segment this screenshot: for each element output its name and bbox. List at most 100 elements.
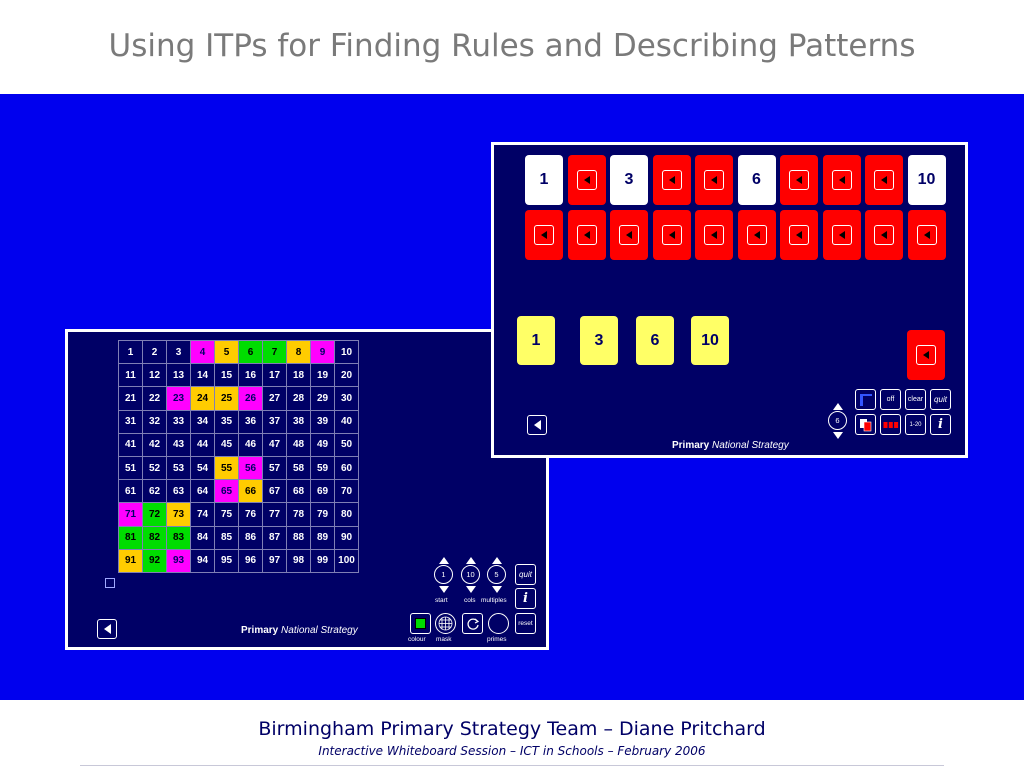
grid-cell[interactable]: 8: [287, 341, 311, 365]
grid-cell[interactable]: 33: [167, 410, 191, 434]
revealed-card[interactable]: 10: [907, 155, 946, 205]
grid-cell[interactable]: 6: [239, 341, 263, 365]
grid-cell[interactable]: 61: [119, 480, 143, 504]
grid-cell[interactable]: 69: [311, 480, 335, 504]
grid-cell[interactable]: 97: [263, 549, 287, 573]
grid-cell[interactable]: 49: [311, 433, 335, 457]
grid-cell[interactable]: 4: [191, 341, 215, 365]
revealed-card[interactable]: 6: [737, 155, 776, 205]
grid-cell[interactable]: 63: [167, 480, 191, 504]
grid-cell[interactable]: 68: [287, 480, 311, 504]
grid-cell[interactable]: 46: [239, 433, 263, 457]
grid-cell[interactable]: 32: [143, 410, 167, 434]
flip-mode-button[interactable]: [855, 389, 876, 410]
face-down-card[interactable]: [567, 155, 606, 205]
mask-button[interactable]: [435, 613, 456, 634]
multiples-up-arrow-icon[interactable]: [492, 557, 502, 564]
grid-cell[interactable]: 47: [263, 433, 287, 457]
range-button[interactable]: 1-20: [905, 414, 926, 435]
grid-cell[interactable]: 100: [335, 549, 359, 573]
grid-cell[interactable]: 55: [215, 456, 239, 481]
back-button[interactable]: [527, 415, 547, 435]
grid-cell[interactable]: 17: [263, 364, 287, 388]
grid-cell[interactable]: 96: [239, 549, 263, 573]
grid-cell[interactable]: 98: [287, 549, 311, 573]
grid-cell[interactable]: 84: [191, 526, 215, 550]
grid-cell[interactable]: 13: [167, 364, 191, 388]
grid-cell[interactable]: 92: [143, 549, 167, 573]
grid-cell[interactable]: 89: [311, 526, 335, 550]
info-button[interactable]: i: [515, 588, 536, 609]
grid-cell[interactable]: 76: [239, 503, 263, 527]
grid-cell[interactable]: 22: [143, 387, 167, 411]
grid-cell[interactable]: 31: [119, 410, 143, 434]
off-button[interactable]: off: [880, 389, 901, 410]
grid-cell[interactable]: 7: [263, 341, 287, 365]
grid-cell[interactable]: 77: [263, 503, 287, 527]
grid-cell[interactable]: 62: [143, 480, 167, 504]
grid-cell[interactable]: 87: [263, 526, 287, 550]
revealed-card[interactable]: 3: [610, 155, 648, 205]
back-button[interactable]: [97, 619, 117, 639]
cards-button[interactable]: [855, 414, 876, 435]
grid-cell[interactable]: 91: [119, 549, 143, 573]
face-down-card[interactable]: [737, 210, 776, 260]
grid-cell[interactable]: 52: [143, 456, 167, 481]
grid-cell[interactable]: 44: [191, 433, 215, 457]
face-down-card[interactable]: [610, 210, 648, 260]
grid-cell[interactable]: 60: [335, 456, 359, 481]
face-down-card[interactable]: [525, 210, 563, 260]
grid-cell[interactable]: 65: [215, 480, 239, 504]
grid-cell[interactable]: 38: [287, 410, 311, 434]
reset-button[interactable]: reset: [515, 613, 536, 634]
grid-cell[interactable]: 20: [335, 364, 359, 388]
grid-cell[interactable]: 85: [215, 526, 239, 550]
grid-cell[interactable]: 41: [119, 433, 143, 457]
grid-cell[interactable]: 27: [263, 387, 287, 411]
grid-cell[interactable]: 39: [311, 410, 335, 434]
grid-cell[interactable]: 50: [335, 433, 359, 457]
cols-up-arrow-icon[interactable]: [466, 557, 476, 564]
grid-cell[interactable]: 86: [239, 526, 263, 550]
grid-cell[interactable]: 72: [143, 503, 167, 527]
face-down-card[interactable]: [865, 210, 903, 260]
quit-button[interactable]: quit: [515, 564, 536, 585]
grid-cell[interactable]: 1: [119, 341, 143, 365]
grid-cell[interactable]: 57: [263, 456, 287, 481]
face-down-card[interactable]: [567, 210, 606, 260]
grid-cell[interactable]: 94: [191, 549, 215, 573]
grid-cell[interactable]: 67: [263, 480, 287, 504]
grid-cell[interactable]: 90: [335, 526, 359, 550]
grid-cell[interactable]: 99: [311, 549, 335, 573]
undo-button[interactable]: [462, 613, 483, 634]
grid-cell[interactable]: 24: [191, 387, 215, 411]
grid-cell[interactable]: 79: [311, 503, 335, 527]
row-cards-button[interactable]: [880, 414, 901, 435]
clear-button[interactable]: clear: [905, 389, 926, 410]
grid-cell[interactable]: 81: [119, 526, 143, 550]
yellow-answer-card[interactable]: 3: [580, 316, 618, 365]
cols-down-arrow-icon[interactable]: [466, 586, 476, 593]
grid-cell[interactable]: 88: [287, 526, 311, 550]
grid-cell[interactable]: 21: [119, 387, 143, 411]
multiples-down-arrow-icon[interactable]: [492, 586, 502, 593]
grid-cell[interactable]: 58: [287, 456, 311, 481]
grid-cell[interactable]: 74: [191, 503, 215, 527]
grid-cell[interactable]: 51: [119, 456, 143, 481]
flipflash-file-link[interactable]: Flipflash_itp.flp: [727, 728, 909, 759]
grid-cell[interactable]: 75: [215, 503, 239, 527]
face-down-card[interactable]: [780, 210, 818, 260]
face-down-card[interactable]: [780, 155, 818, 205]
grid-cell[interactable]: 3: [167, 341, 191, 365]
grid-cell[interactable]: 82: [143, 526, 167, 550]
grid-cell[interactable]: 37: [263, 410, 287, 434]
grid-cell[interactable]: 23: [167, 387, 191, 411]
grid-cell[interactable]: 18: [287, 364, 311, 388]
grid-cell[interactable]: 9: [311, 341, 335, 365]
grid-cell[interactable]: 78: [287, 503, 311, 527]
grid-cell[interactable]: 12: [143, 364, 167, 388]
primes-button[interactable]: [488, 613, 509, 634]
grid-cell[interactable]: 11: [119, 364, 143, 388]
grid-cell[interactable]: 30: [335, 387, 359, 411]
grid-cell[interactable]: 43: [167, 433, 191, 457]
